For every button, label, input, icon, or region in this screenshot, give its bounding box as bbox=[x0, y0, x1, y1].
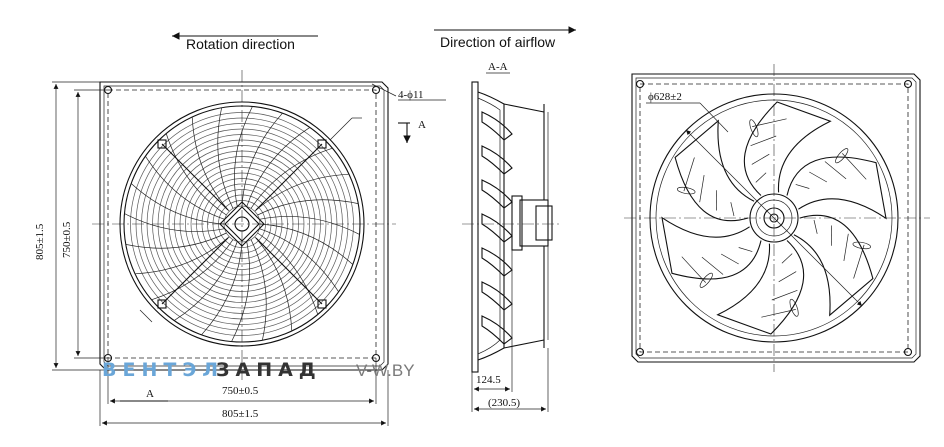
motor bbox=[519, 199, 549, 247]
rear-plate bbox=[631, 73, 921, 363]
ring-diameter-label: ϕ628±2 bbox=[648, 91, 682, 103]
outer-horizontal-dim: 805±1.5 bbox=[222, 408, 259, 420]
outer-vertical-dim: 805±1.5 bbox=[34, 223, 46, 260]
watermark-part2: ЗАПАД bbox=[216, 359, 322, 381]
fan-guard bbox=[119, 101, 365, 347]
side-total-dim: (230.5) bbox=[488, 397, 520, 409]
impeller-blade bbox=[674, 119, 755, 222]
airflow-direction-label: Direction of airflow bbox=[440, 34, 556, 50]
front-annotations: Rotation direction 4-ϕ11 A 805±1.5 750±0… bbox=[34, 32, 446, 426]
watermark-part1: ВЕНТЭЛ bbox=[102, 359, 224, 381]
watermark-part3: V-W.BY bbox=[356, 361, 415, 380]
rear-ring bbox=[649, 93, 899, 343]
holes-label: 4-ϕ11 bbox=[398, 89, 424, 101]
watermark: ВЕНТЭЛ ЗАПАД V-W.BY bbox=[102, 359, 415, 381]
front-view bbox=[92, 70, 397, 380]
inner-vertical-dim: 750±0.5 bbox=[61, 221, 73, 258]
side-depth-dim: 124.5 bbox=[476, 374, 501, 386]
impeller-blade bbox=[793, 214, 874, 317]
section-label: A-A bbox=[488, 61, 508, 73]
hub bbox=[219, 201, 265, 247]
inner-horizontal-dim: 750±0.5 bbox=[222, 385, 259, 397]
rear-view: ϕ628±2 bbox=[624, 64, 930, 372]
impeller-blade bbox=[661, 216, 762, 280]
section-marker-bottom: A bbox=[146, 388, 154, 400]
section-marker-top: A bbox=[418, 119, 426, 131]
side-view: Direction of airflow A-A 124.5 (230.5) bbox=[434, 26, 576, 412]
impeller-blade bbox=[786, 156, 887, 220]
side-plate bbox=[471, 81, 479, 373]
outer-plate bbox=[99, 81, 389, 371]
rotation-direction-label: Rotation direction bbox=[186, 36, 295, 52]
